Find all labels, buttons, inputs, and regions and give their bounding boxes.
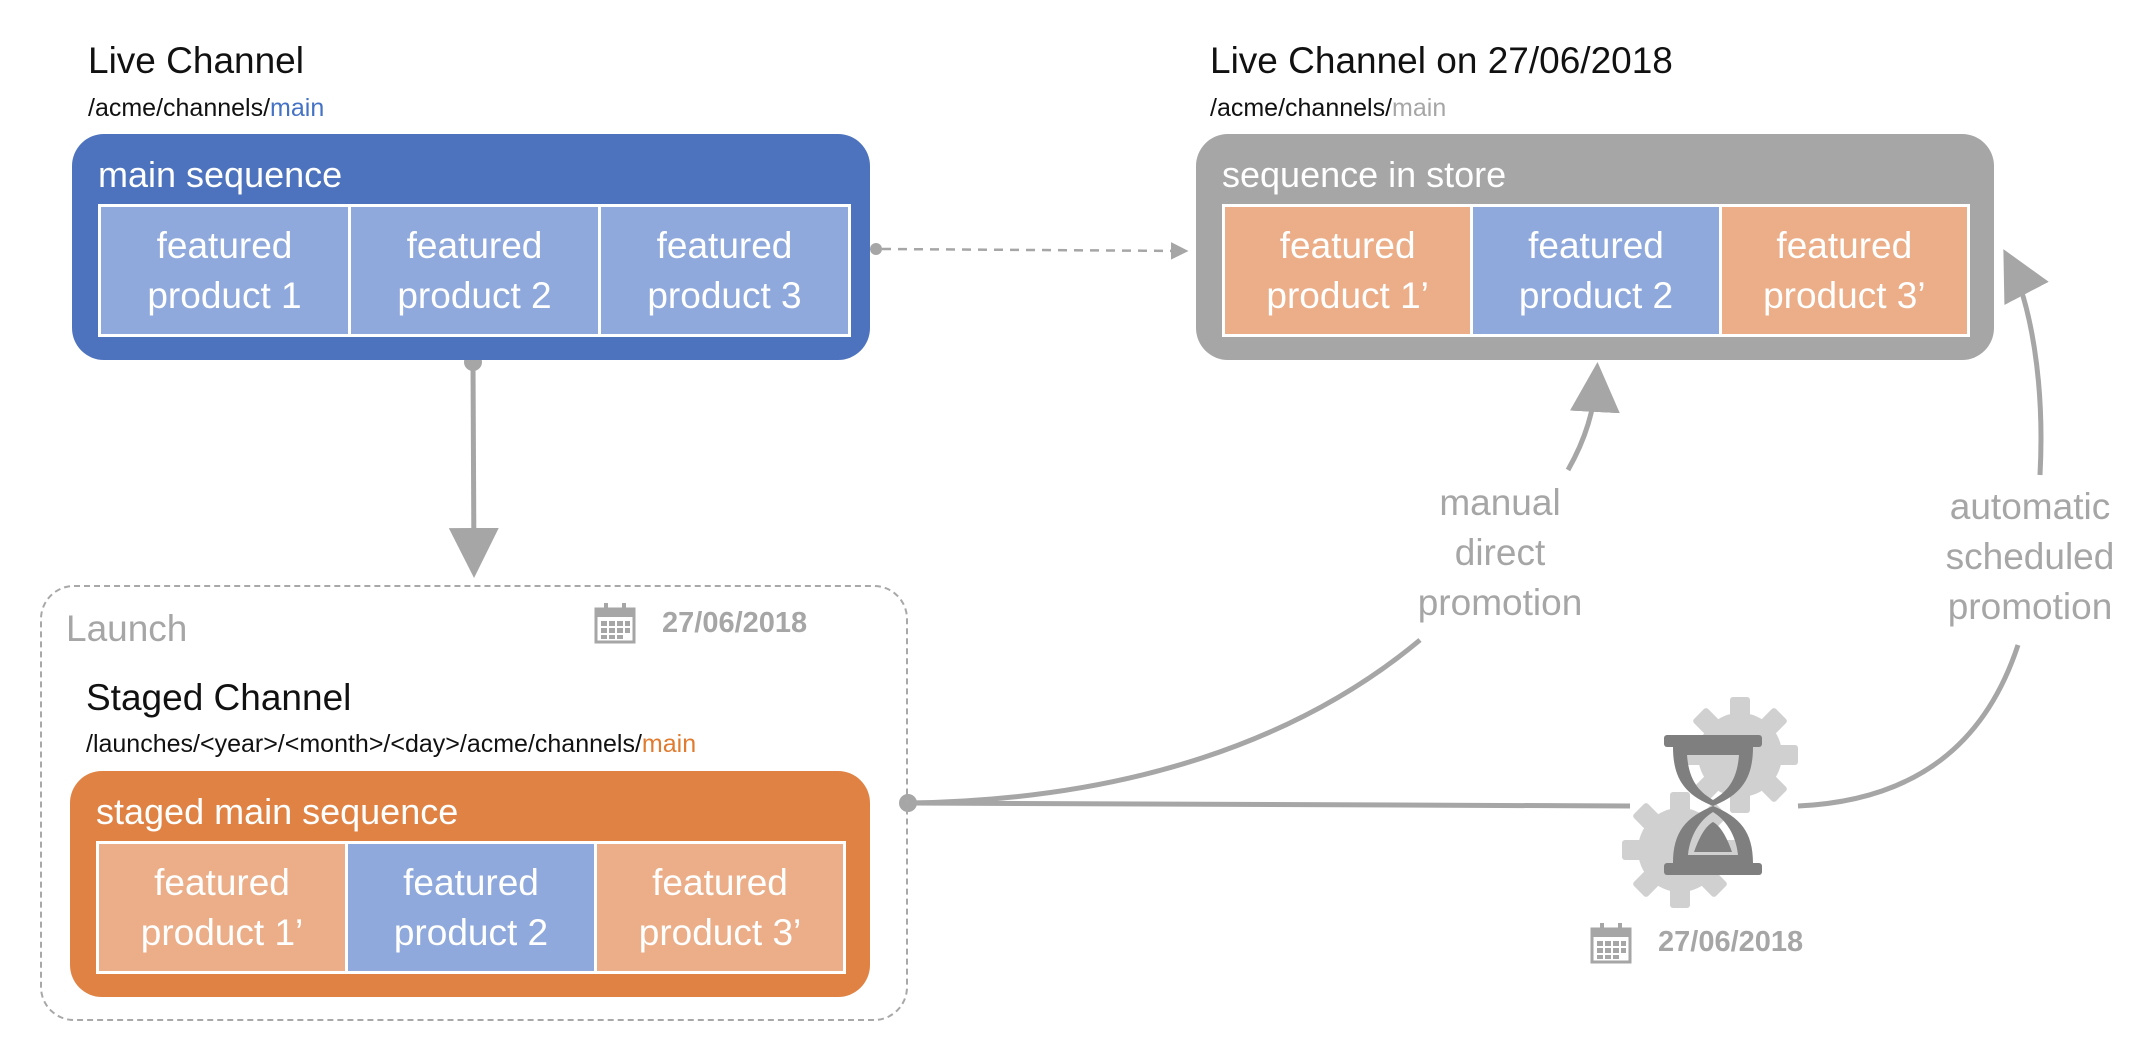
future-path-prefix: /acme/channels/ (1210, 94, 1393, 122)
store-product-card-3[interactable]: featured product 3’ (1721, 207, 1967, 334)
copy-arrow (448, 353, 499, 578)
store-sequence-label: sequence in store (1222, 154, 1507, 195)
live-path-highlight: main (270, 94, 325, 122)
staged-product-card-1[interactable]: featured product 1’ (99, 844, 348, 971)
staged-product-card-2[interactable]: featured product 2 (348, 844, 597, 971)
store-product-card-2[interactable]: featured product 2 (1473, 207, 1722, 334)
future-path-highlight: main (1392, 94, 1447, 122)
hourglass-gears-icon (1622, 697, 1798, 908)
promotion-paths (899, 249, 2049, 812)
future-channel-path: /acme/channels/main (1210, 94, 1446, 123)
staged-path-highlight: main (641, 730, 697, 758)
launch-date: 27/06/2018 (662, 607, 808, 639)
scheduler-calendar-icon (1590, 923, 1632, 964)
launch-frame[interactable] (40, 585, 908, 1021)
product-card-2[interactable]: featured product 2 (351, 207, 601, 334)
live-path-prefix: /acme/channels/ (88, 94, 271, 122)
main-sequence-box[interactable]: main sequence featured product 1 feature… (72, 134, 870, 360)
staged-path-prefix: /launches/<year>/<month>/<day>/acme/chan… (86, 730, 642, 758)
store-sequence-box[interactable]: sequence in store featured product 1’ fe… (1196, 134, 1994, 360)
staged-product-row: featured product 1’ featured product 2 f… (96, 841, 846, 974)
future-channel-title: Live Channel on 27/06/2018 (1210, 40, 1673, 81)
scheduler-date: 27/06/2018 (1658, 926, 1804, 958)
main-sequence-label: main sequence (98, 154, 343, 195)
automatic-promotion-label: automatic scheduled promotion (1945, 486, 2115, 627)
product-card-3[interactable]: featured product 3 (601, 207, 848, 334)
staged-channel-path: /launches/<year>/<month>/<day>/acme/chan… (86, 730, 696, 759)
product-card-1[interactable]: featured product 1 (101, 207, 351, 334)
staged-sequence-box[interactable]: staged main sequence featured product 1’… (70, 771, 870, 997)
dashed-link (870, 242, 1189, 260)
live-channel-path: /acme/channels/main (88, 94, 324, 123)
staged-channel-title: Staged Channel (86, 677, 352, 718)
store-product-card-1[interactable]: featured product 1’ (1225, 207, 1474, 334)
store-product-row: featured product 1’ featured product 2 f… (1222, 204, 1970, 337)
staged-product-card-3[interactable]: featured product 3’ (597, 844, 843, 971)
launch-label: Launch (66, 608, 188, 649)
calendar-icon (594, 603, 636, 644)
staged-sequence-label: staged main sequence (96, 791, 459, 832)
main-product-row: featured product 1 featured product 2 fe… (98, 204, 851, 337)
live-channel-title: Live Channel (88, 40, 304, 81)
manual-promotion-label: manual direct promotion (1417, 482, 1583, 623)
